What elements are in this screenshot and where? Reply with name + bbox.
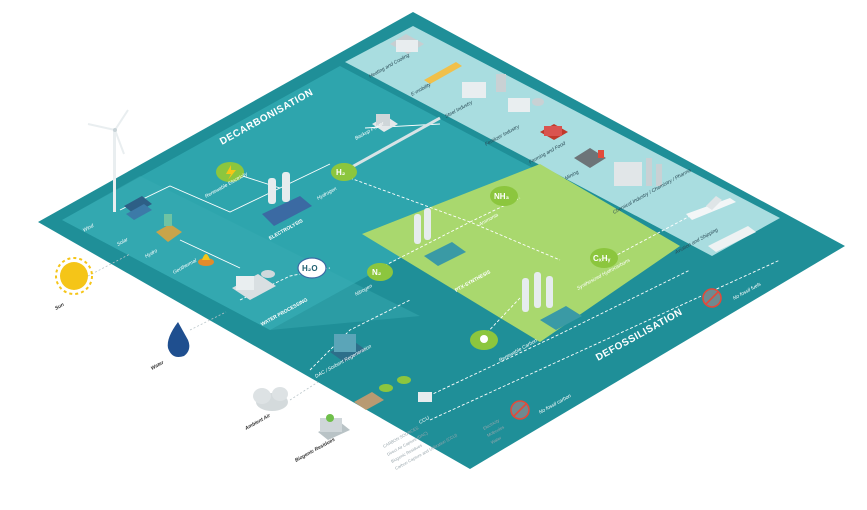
label-hydro: Hydro: [144, 248, 159, 260]
n2-label: N₂: [372, 268, 382, 277]
ammonia-node: NH₃: [490, 186, 518, 206]
input-arrows: [87, 253, 319, 401]
decarbonisation-panel: [62, 66, 548, 330]
solar-panel-icon: [124, 196, 152, 220]
hydrocarbon-reactor-icon: [522, 272, 582, 330]
nh3-label: NH₃: [494, 192, 510, 201]
renewable-electricity-node: [216, 162, 244, 182]
cloud-icon: [253, 387, 288, 411]
fertilizer-plant-icon: [508, 98, 544, 112]
geothermal-icon: [198, 254, 214, 266]
legend-line-2: Water: [490, 435, 503, 445]
mining-icon: [574, 148, 606, 168]
backup-power-icon: [372, 114, 398, 132]
label-water: Water: [150, 359, 166, 371]
house-icon: [390, 34, 424, 54]
ptx-synthesis-zone: [362, 164, 680, 342]
renewable-carbon-node: [470, 330, 498, 350]
label-solar: Solar: [116, 237, 129, 248]
airplane-icon: [686, 196, 736, 220]
ccu-icon: [354, 376, 432, 410]
electrolysis-icon: [262, 172, 312, 226]
farm-icon: [540, 124, 568, 140]
no-fossil-fuels-icon: [702, 288, 722, 308]
hydrogen-node: H₂: [331, 163, 357, 181]
sector-band: [345, 26, 780, 256]
water-processing-icon: [232, 270, 276, 300]
ptx-reactor-icon: [414, 208, 466, 266]
h2-label: H₂: [336, 168, 346, 177]
h2o-node: H₂O: [297, 257, 327, 279]
label-wind: Wind: [82, 223, 95, 234]
no-fossil-carbon-icon: [510, 400, 530, 420]
ev-charger-icon: [424, 62, 462, 84]
biogenic-residues-icon: [318, 414, 350, 440]
label-sun: Sun: [54, 302, 65, 312]
chemical-plant-icon: [614, 158, 662, 186]
h2o-label: H₂O: [302, 264, 318, 273]
water-drop-icon: [167, 322, 190, 357]
dac-icon: [330, 334, 366, 362]
steel-factory-icon: [462, 74, 506, 98]
cxhy-label: CₓHᵧ: [593, 254, 610, 263]
decarbonisation-lower-panel: [62, 176, 420, 330]
ship-icon: [708, 226, 756, 252]
nitrogen-node: N₂: [367, 263, 393, 281]
label-ambient-air: Ambient Air: [243, 412, 272, 432]
wind-turbine-icon: [87, 109, 129, 212]
flow-lines: [239, 177, 781, 421]
hydro-icon: [156, 214, 182, 242]
label-ccu: CCU: [418, 415, 431, 426]
label-biogenic-residues: Biogenic Residues: [294, 437, 336, 464]
sun-icon: [55, 257, 93, 295]
hydrocarbons-node: CₓHᵧ: [590, 248, 618, 268]
backup-pipe: [349, 116, 441, 170]
